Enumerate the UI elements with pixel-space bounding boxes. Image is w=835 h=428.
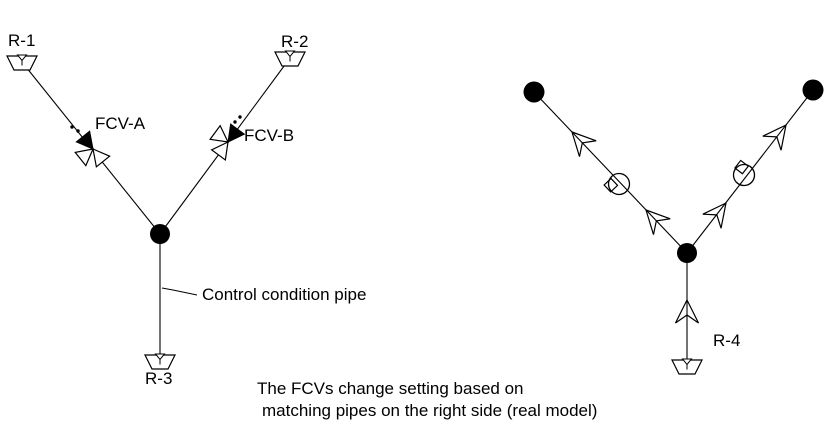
valve-status-dot — [238, 115, 242, 119]
valve-b-label: FCV-B — [244, 126, 294, 145]
pump-icon — [602, 168, 635, 201]
caption: The FCVs change setting based on matchin… — [257, 379, 597, 420]
control-pipe-callout-text: Control condition pipe — [202, 285, 366, 304]
junction-node-icon — [802, 79, 824, 101]
callout-leader-line — [161, 287, 198, 296]
valve-status-dot — [76, 129, 80, 133]
reservoir-icon — [144, 353, 176, 370]
junction-node-icon — [677, 243, 697, 263]
pipe-junction-to-left-node — [533, 91, 688, 254]
fcv-valve-icon — [69, 130, 111, 173]
junction-node-icon — [523, 81, 545, 103]
left-schematic: R-1 R-2 FCV-A FCV-B R-3 Control conditio… — [6, 31, 366, 388]
reservoir-r4-label: R-4 — [713, 331, 740, 350]
reservoir-icon — [671, 358, 703, 375]
reservoir-icon — [6, 54, 38, 71]
right-schematic: R-4 — [523, 79, 824, 375]
caption-line-1: The FCVs change setting based on — [257, 379, 524, 398]
reservoir-r2-label: R-2 — [281, 32, 308, 51]
valve-status-dot — [70, 125, 74, 129]
reservoir-icon — [274, 50, 306, 67]
reservoir-r1-label: R-1 — [8, 31, 35, 50]
fcv-valve-icon — [205, 119, 245, 161]
valve-a-label: FCV-A — [95, 114, 146, 133]
reservoir-r3-label: R-3 — [145, 369, 172, 388]
pump-icon — [727, 159, 760, 191]
pipe-junction-to-right-node — [686, 89, 814, 254]
junction-node-icon — [150, 224, 170, 244]
valve-status-dot — [233, 120, 237, 124]
caption-line-2: matching pipes on the right side (real m… — [262, 401, 597, 420]
